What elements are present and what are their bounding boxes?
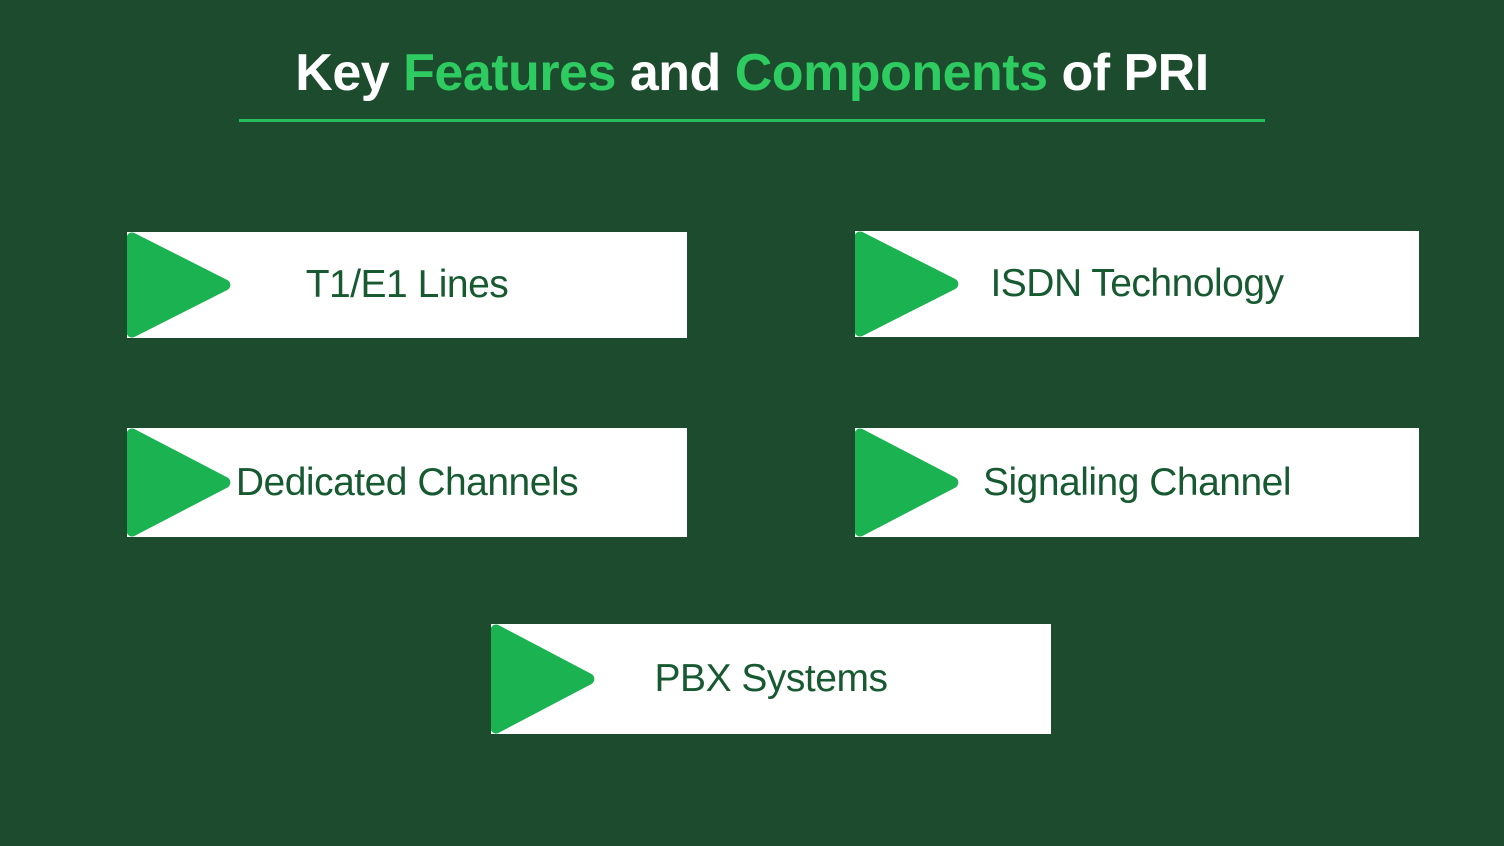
feature-card-signaling-channel: Signaling Channel xyxy=(855,428,1419,537)
page-title: Key Features and Components of PRI xyxy=(0,0,1504,102)
title-underline xyxy=(239,119,1265,122)
title-segment: of PRI xyxy=(1047,44,1209,102)
arrow-right-icon xyxy=(855,231,967,337)
card-label: T1/E1 Lines xyxy=(305,263,509,306)
title-segment-accent: Features xyxy=(403,44,616,102)
title-segment: Key xyxy=(295,44,404,102)
card-label: Signaling Channel xyxy=(982,460,1292,504)
arrow-right-icon xyxy=(491,624,603,734)
feature-card-pbx-systems: PBX Systems xyxy=(491,624,1051,734)
card-label: PBX Systems xyxy=(654,657,888,700)
card-label: Dedicated Channels xyxy=(235,460,579,504)
arrow-right-icon xyxy=(855,428,967,537)
feature-card-t1-e1-lines: T1/E1 Lines xyxy=(127,232,687,338)
card-label: ISDN Technology xyxy=(990,262,1284,305)
feature-card-isdn-technology: ISDN Technology xyxy=(855,231,1419,337)
feature-card-dedicated-channels: Dedicated Channels xyxy=(127,428,687,537)
title-segment-accent: Components xyxy=(734,44,1048,102)
header: Key Features and Components of PRI xyxy=(0,0,1504,122)
arrow-right-icon xyxy=(127,428,239,537)
arrow-right-icon xyxy=(127,232,239,338)
title-segment: and xyxy=(615,44,735,102)
